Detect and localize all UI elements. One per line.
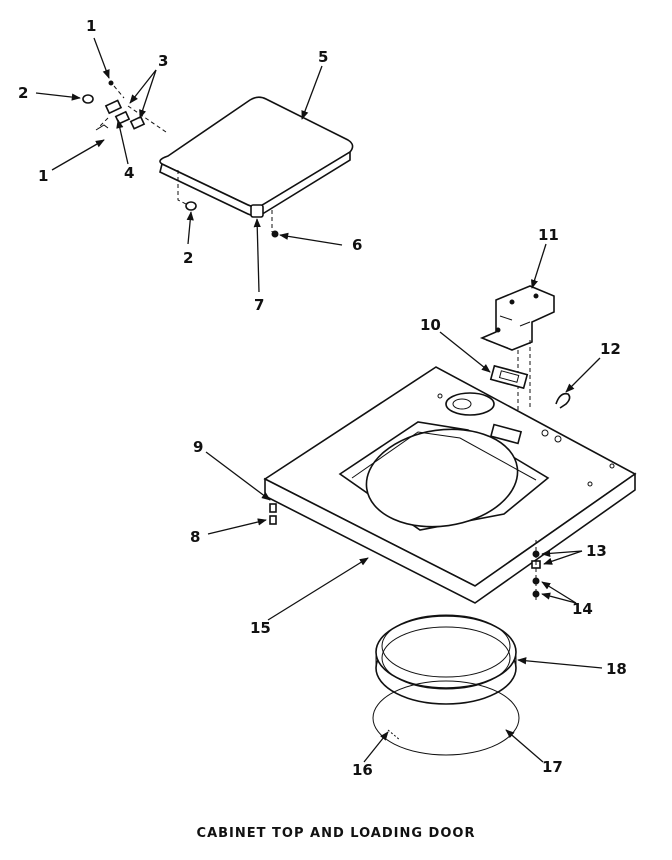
tub-gasket (372, 680, 520, 756)
callout-2-left: 2 (18, 84, 28, 102)
callout-15: 15 (250, 619, 271, 637)
callout-2-bottom: 2 (183, 249, 193, 267)
callout-10: 10 (420, 316, 441, 334)
callout-8: 8 (190, 528, 200, 546)
callout-1-bottom: 1 (38, 167, 48, 185)
callout-7: 7 (254, 296, 264, 314)
callout-12: 12 (600, 340, 621, 358)
door-switch (489, 364, 529, 390)
leader-lines (35, 37, 603, 763)
hinge-assembly (82, 80, 279, 238)
callout-14: 14 (572, 600, 593, 618)
callout-3: 3 (158, 52, 168, 70)
wire-clip (555, 392, 571, 409)
callout-5: 5 (318, 48, 328, 66)
switch-bracket (479, 285, 555, 412)
callout-18: 18 (606, 660, 627, 678)
callout-1-top: 1 (86, 17, 96, 35)
diagram-caption: CABINET TOP AND LOADING DOOR (196, 826, 476, 841)
callout-4: 4 (124, 164, 134, 182)
callout-6: 6 (352, 236, 362, 254)
callout-11: 11 (538, 226, 559, 244)
callout-16: 16 (352, 761, 373, 779)
callout-17: 17 (542, 758, 563, 776)
loading-door (159, 96, 354, 218)
callout-13: 13 (586, 542, 607, 560)
tub-ring (375, 614, 517, 705)
callout-9: 9 (193, 438, 203, 456)
cabinet-top (263, 366, 637, 604)
